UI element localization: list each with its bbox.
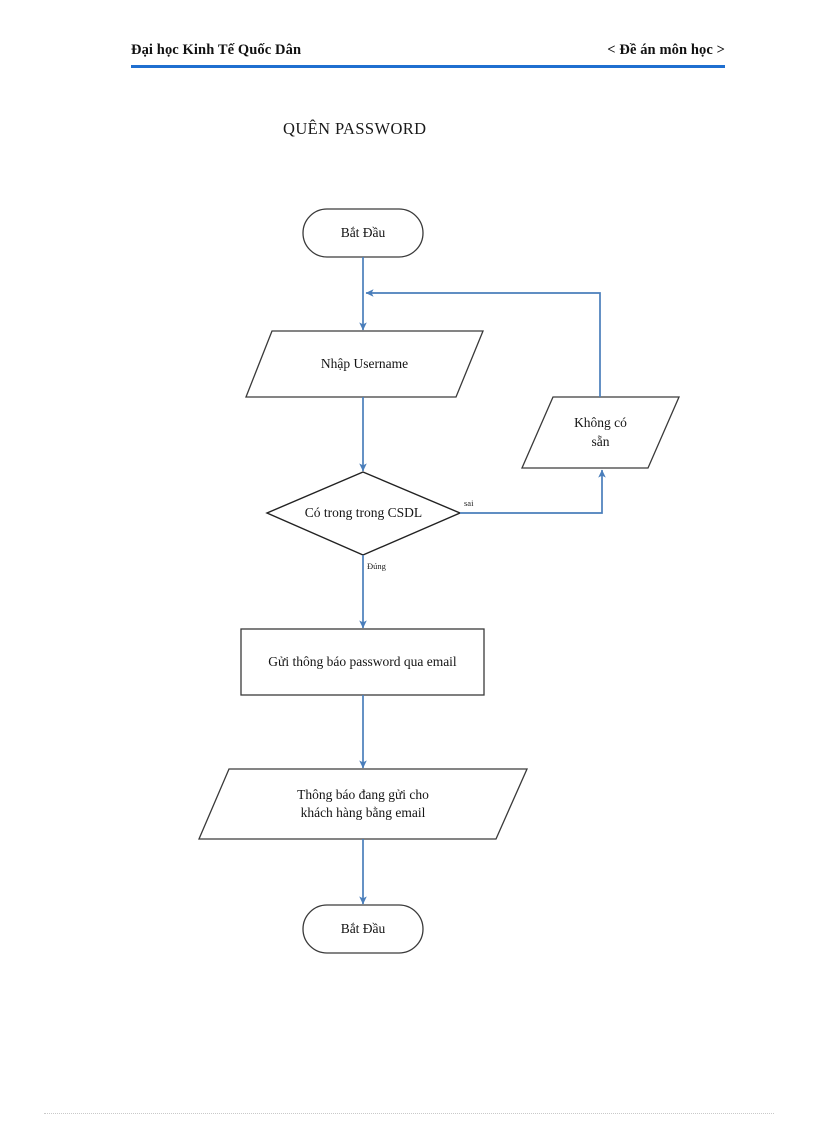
node-output-shape: [198, 768, 528, 840]
header-right-text: < Đề án môn học >: [607, 42, 725, 58]
header-rule: [131, 65, 725, 68]
node-input-shape: [245, 330, 484, 398]
header-left-text: Đại học Kinh Tế Quốc Dân: [131, 42, 302, 58]
edge-decision-to-unavailable: [460, 469, 606, 514]
page-title: QUÊN PASSWORD: [283, 119, 427, 138]
node-decision-shape: [265, 471, 462, 556]
node-end-shape: [302, 904, 424, 954]
node-unavailable-shape: [521, 396, 680, 469]
node-start-shape: [302, 208, 424, 258]
edge-label-sai: sai: [464, 498, 474, 508]
footer-rule: [44, 1113, 774, 1114]
edge-unavailable-to-input: [365, 289, 601, 397]
node-process-shape: [240, 628, 485, 696]
page-header: Đại học Kinh Tế Quốc Dân < Đề án môn học…: [131, 42, 725, 74]
edge-label-dung: Đúng: [367, 561, 386, 571]
